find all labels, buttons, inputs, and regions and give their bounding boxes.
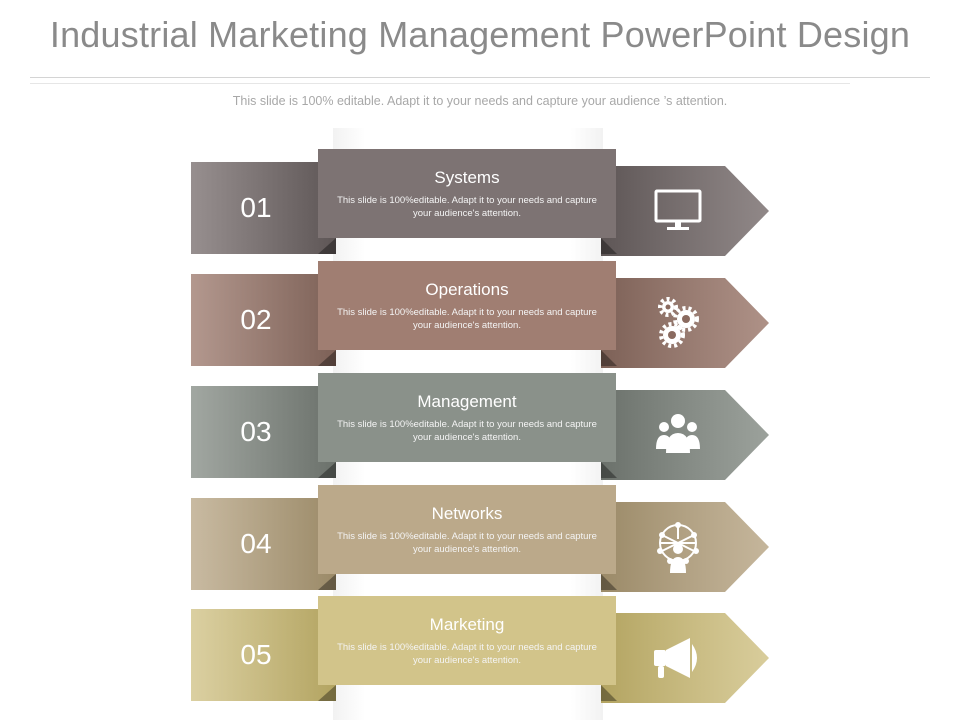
step-row: 03 Management This slide is 100%editable… [0, 373, 960, 480]
step-number: 04 [240, 528, 272, 559]
step-card: Marketing This slide is 100%editable. Ad… [318, 596, 616, 685]
step-description: This slide is 100%editable. Adapt it to … [337, 195, 597, 219]
card-fold-left [318, 574, 336, 590]
step-number-tab [191, 609, 336, 701]
step-number: 03 [240, 416, 272, 447]
step-card: Management This slide is 100%editable. A… [318, 373, 616, 462]
step-arrow [601, 390, 769, 480]
step-title: Systems [434, 168, 500, 187]
step-row: 04 Networks This slide is 100%editable. … [0, 485, 960, 592]
step-card: Systems This slide is 100%editable. Adap… [318, 149, 616, 238]
step-number: 05 [240, 639, 272, 670]
card-fold-right [601, 685, 617, 701]
title-divider-secondary [30, 83, 850, 84]
card-fold-right [601, 574, 617, 590]
monitor-icon [650, 183, 706, 239]
card-fold-left [318, 685, 336, 701]
step-description: This slide is 100%editable. Adapt it to … [337, 419, 597, 443]
team-icon [650, 407, 706, 463]
step-card: Networks This slide is 100%editable. Ada… [318, 485, 616, 574]
step-description: This slide is 100%editable. Adapt it to … [337, 642, 597, 666]
card-fold-right [601, 350, 617, 366]
slide-subtitle: This slide is 100% editable. Adapt it to… [232, 94, 728, 108]
step-row: 02 Operations This slide is 100%editable… [0, 261, 960, 368]
step-title: Marketing [429, 615, 505, 634]
megaphone-icon [650, 630, 706, 686]
step-title: Networks [431, 504, 503, 523]
card-fold-left [318, 462, 336, 478]
step-number-tab [191, 162, 336, 254]
card-fold-right [601, 462, 617, 478]
step-row: 05 Marketing This slide is 100%editable.… [0, 596, 960, 703]
slide-title: Industrial Marketing Management PowerPoi… [49, 14, 911, 55]
step-title: Management [417, 392, 517, 411]
step-description: This slide is 100%editable. Adapt it to … [337, 307, 597, 331]
step-number: 02 [240, 304, 272, 335]
step-arrow [601, 166, 769, 256]
title-divider [30, 77, 930, 78]
step-number: 01 [240, 192, 272, 223]
step-title: Operations [425, 280, 509, 299]
card-fold-left [318, 238, 336, 254]
network-icon [650, 519, 706, 575]
step-number-tab [191, 274, 336, 366]
step-description: This slide is 100%editable. Adapt it to … [337, 531, 597, 555]
step-number-tab [191, 498, 336, 590]
card-fold-right [601, 238, 617, 254]
card-fold-left [318, 350, 336, 366]
step-card: Operations This slide is 100%editable. A… [318, 261, 616, 350]
step-row: 01 Systems This slide is 100%editable. A… [0, 149, 960, 256]
step-number-tab [191, 386, 336, 478]
gears-icon [650, 295, 706, 351]
